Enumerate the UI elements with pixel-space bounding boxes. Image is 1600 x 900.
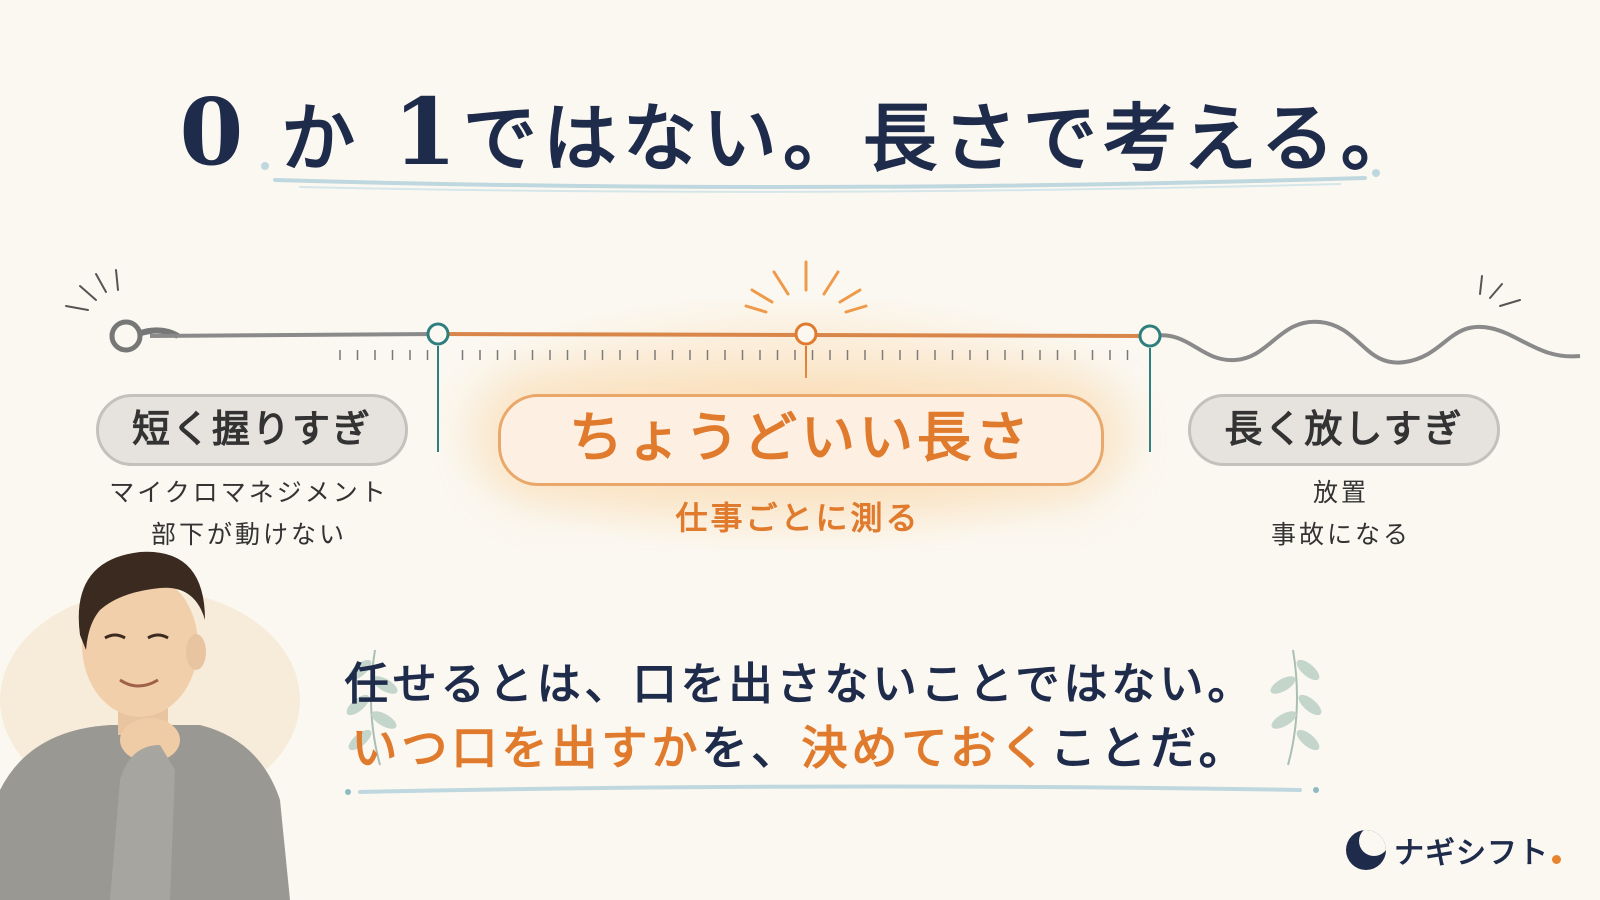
title-num-zero: 0 <box>179 78 250 186</box>
desc-too-long-line1: 放置 <box>1312 478 1369 507</box>
desc-too-short-line1: マイクロマネジメント <box>109 478 389 507</box>
message-line-2-part-d: ことだ。 <box>1050 721 1249 775</box>
page-title: 0 か 1ではない。長さで考える。 <box>0 78 1600 186</box>
highlight-sparks <box>744 260 868 314</box>
label-too-long: 長く放しすぎ <box>1188 394 1500 466</box>
brand-name: ナギシフト <box>1394 836 1549 871</box>
desc-too-short: マイクロマネジメント 部下が動けない <box>96 472 402 556</box>
rope-ring <box>109 319 143 353</box>
marker-center <box>794 322 818 346</box>
scale-ticks <box>339 350 1129 360</box>
message-line-1: 任せるとは、口を出さないことではない。 <box>344 659 1256 710</box>
message-line-2-part-a: いつ口を出すか <box>351 721 702 775</box>
desc-too-short-line2: 部下が動けない <box>150 520 347 549</box>
marker-right <box>1138 324 1162 348</box>
marker-left <box>426 322 450 346</box>
moon-logo-icon <box>1346 830 1386 870</box>
tension-lines-left <box>65 269 119 311</box>
title-part-2: ではない。長さで考える。 <box>462 96 1421 182</box>
rope-center <box>437 332 1151 338</box>
title-num-one: 1 <box>392 78 463 186</box>
rope-left <box>149 332 439 338</box>
tension-lines-right <box>1479 275 1521 307</box>
title-part-1: か <box>281 96 362 182</box>
desc-just-right: 仕事ごとに測る <box>675 499 921 537</box>
message-line-2: いつ口を出すかを、決めておくことだ。 <box>0 712 1600 778</box>
label-too-short: 短く握りすぎ <box>96 394 408 466</box>
desc-too-long-line2: 事故になる <box>1270 520 1411 549</box>
leaf-branch-right <box>1270 649 1322 766</box>
brand-logo: ナギシフト <box>1346 828 1561 872</box>
brand-dot <box>1552 854 1561 864</box>
person-illustration <box>0 551 300 900</box>
leaf-branch-left <box>346 649 398 766</box>
message-line-2-part-b: を、 <box>701 721 802 775</box>
label-just-right: ちょうどいい長さ <box>498 394 1104 486</box>
message-line-2-part-c: 決めておく <box>801 721 1050 775</box>
rope-right <box>1151 319 1581 365</box>
desc-too-long: 放置 事故になる <box>1188 472 1494 556</box>
